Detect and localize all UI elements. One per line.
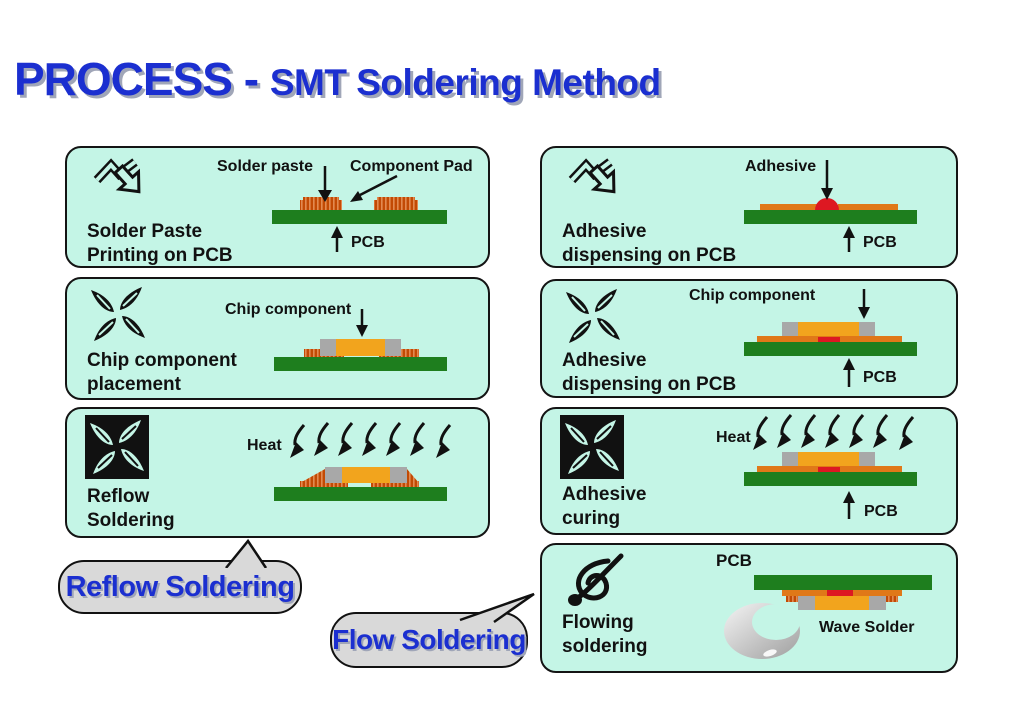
panel-caption: Adhesive dispensing on PCB (562, 221, 737, 266)
panel-caption: Solder Paste Printing on PCB (87, 221, 233, 266)
pcb-label: PCB (716, 551, 752, 570)
solder-paste-diagram (272, 166, 447, 252)
panel-chip-placement: Chip component Chip component placement (65, 277, 490, 400)
pcb-label: PCB (351, 234, 385, 251)
panel-flowing-soldering: PCB Wave Solder Flowing soldering (540, 543, 958, 673)
forward-arrow-icon (568, 158, 616, 194)
chip-component-label: Chip component (689, 287, 816, 304)
flow-soldering-callout: Flow Soldering (330, 612, 528, 668)
pinwheel-icon (566, 289, 620, 343)
chip-component-label: Chip component (225, 301, 352, 318)
pcb-label: PCB (863, 234, 897, 251)
adhesive-curing-diagram (744, 413, 917, 519)
title-prefix: PROCESS - (14, 53, 270, 105)
callout-label: Flow Soldering (332, 624, 526, 655)
reflow-diagram (274, 421, 452, 501)
flow-loop-icon (568, 553, 624, 606)
flow-callout-tail (459, 592, 535, 624)
panel-solder-paste-printing: Solder paste Component Pad PCB Solder Pa… (65, 146, 490, 268)
reflow-soldering-callout: Reflow Soldering (58, 560, 302, 614)
chip-placement-diagram (274, 309, 447, 371)
heat-label: Heat (716, 429, 751, 446)
forward-arrow-icon (93, 158, 141, 194)
reflow-callout-tail (225, 538, 268, 568)
solder-paste-label: Solder paste (217, 158, 314, 175)
pinwheel-icon (91, 287, 145, 341)
callout-label: Reflow Soldering (65, 570, 295, 603)
chip-on-adhesive-diagram (744, 289, 917, 387)
pcb-label: PCB (863, 369, 897, 386)
panel-reflow-soldering: Heat Reflow Soldering (65, 407, 490, 538)
pinwheel-square-icon (85, 415, 149, 479)
panel-caption: Reflow Soldering (87, 486, 175, 531)
wave-solder-diagram (724, 575, 932, 659)
panel-caption: Adhesive curing (562, 484, 647, 529)
pinwheel-square-icon (560, 415, 624, 479)
adhesive-dispensing-diagram (744, 160, 917, 252)
heat-label: Heat (247, 437, 282, 454)
panel-caption: Adhesive dispensing on PCB (562, 350, 737, 395)
panel-caption: Chip component placement (87, 350, 237, 395)
page-title: PROCESS - SMT Soldering Method (14, 52, 661, 106)
component-pad-label: Component Pad (350, 158, 473, 175)
wave-solder-label: Wave Solder (819, 619, 915, 636)
pcb-label: PCB (864, 503, 898, 520)
panel-adhesive-dispensing-2: Chip component PCB Adhesive dispensing o… (540, 279, 958, 398)
panel-caption: Flowing soldering (562, 612, 648, 657)
panel-adhesive-dispensing-1: Adhesive PCB Adhesive dispensing on PCB (540, 146, 958, 268)
panel-adhesive-curing: Heat PCB Adhesive curing (540, 407, 958, 535)
adhesive-label: Adhesive (745, 158, 817, 175)
title-rest: SMT Soldering Method (269, 62, 661, 103)
